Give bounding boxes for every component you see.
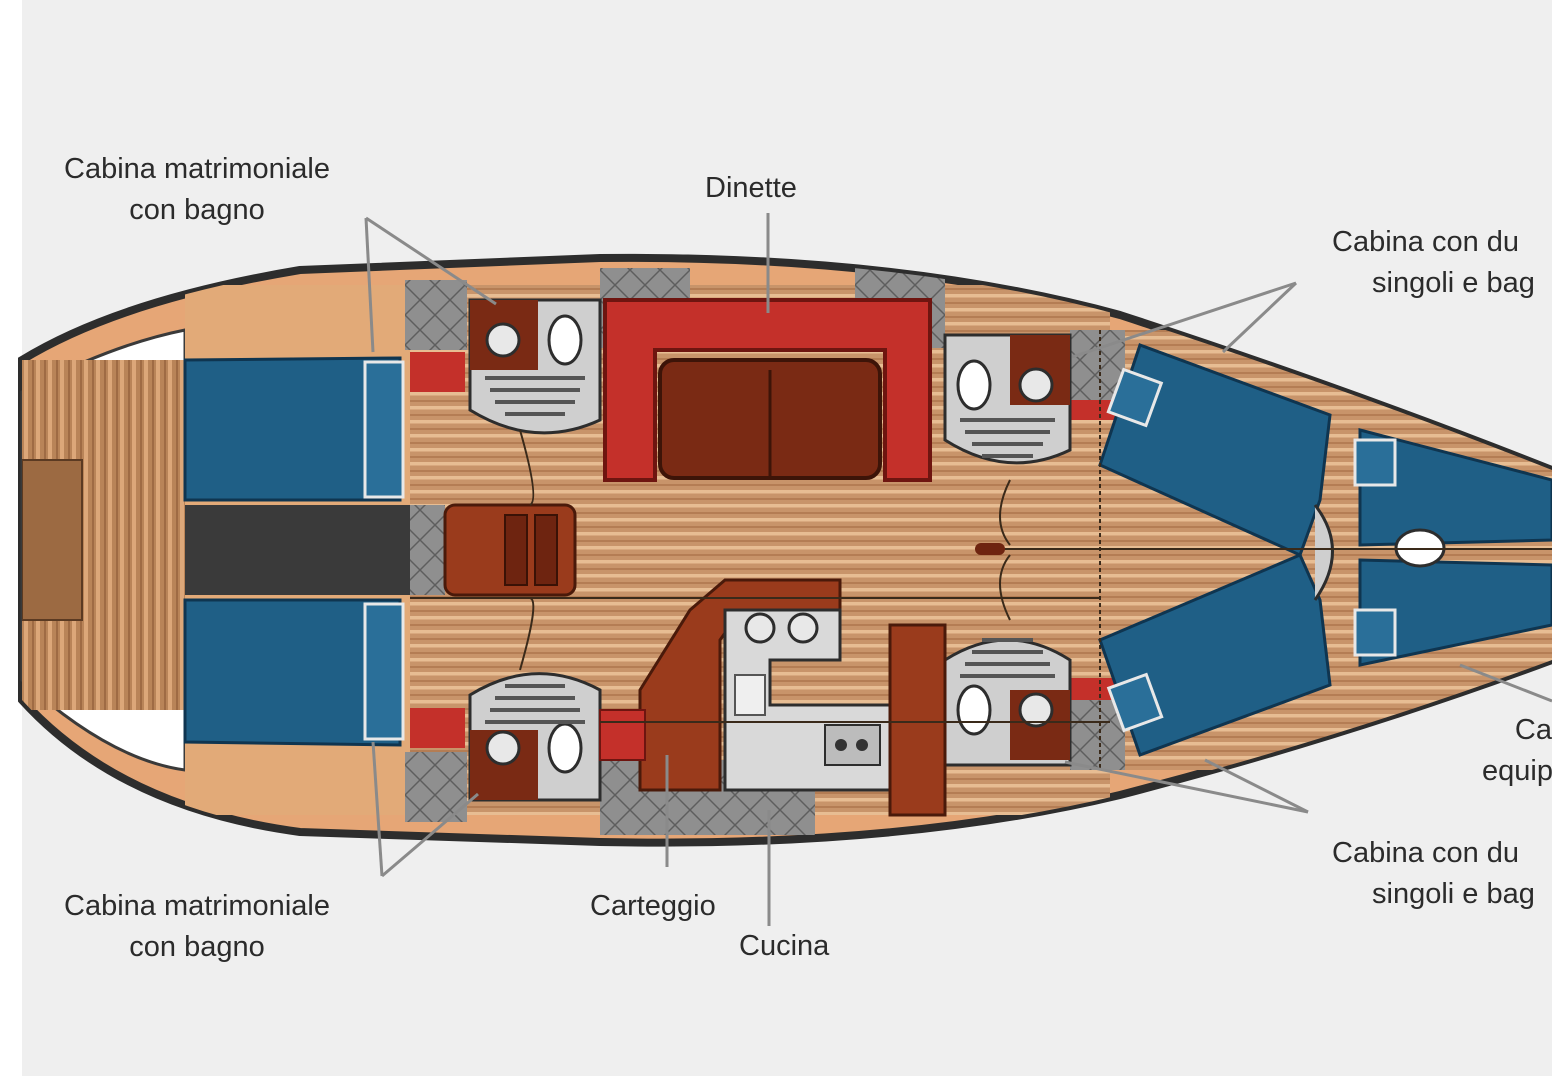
head-fwd-bottom — [943, 638, 1072, 767]
aft-berth-top — [183, 356, 402, 502]
label-cucina: Cucina — [739, 930, 830, 962]
head-fwd-top — [943, 333, 1072, 465]
label-cabin-twin-bottom: Cabina con du singoli e bag — [1332, 837, 1535, 910]
label-cabin-master-bottom: Cabina matrimoniale con bagno — [64, 890, 330, 963]
galley — [723, 608, 892, 792]
label-cabin-master-top: Cabina matrimoniale con bagno — [64, 153, 330, 226]
leader-lines — [364, 213, 1552, 926]
label-carteggio: Carteggio — [590, 890, 716, 922]
aft-berth-bottom — [183, 598, 402, 747]
label-cabin-crew: Ca equip — [1482, 714, 1552, 787]
head-aft-bottom — [468, 672, 602, 802]
label-dinette: Dinette — [705, 172, 797, 204]
head-aft-top — [468, 298, 602, 435]
engine-compartment — [185, 505, 410, 595]
companionway-steps — [443, 503, 577, 597]
label-cabin-twin-top: Cabina con du singoli e bag — [1332, 226, 1535, 299]
forward-berths — [1098, 343, 1552, 757]
dinette-seating — [603, 298, 932, 482]
